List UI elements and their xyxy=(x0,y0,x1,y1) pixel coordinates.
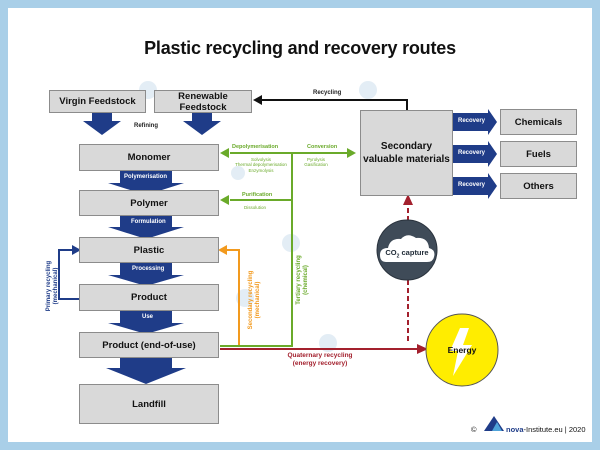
polymer-box: Polymer xyxy=(79,190,219,216)
virgin-feedstock-box: Virgin Feedstock xyxy=(49,90,146,113)
label-conversion: Conversion xyxy=(307,144,338,150)
footer-brand-text: nova xyxy=(506,425,524,434)
footer-brand: nova-Institute.eu | 2020 xyxy=(506,425,586,434)
label-co2-main: CO xyxy=(385,248,397,257)
connectors-layer xyxy=(58,81,504,431)
label-solvolysis: Solvolysis xyxy=(250,157,271,162)
monomer-box: Monomer xyxy=(79,144,219,171)
cloud-icon xyxy=(380,235,435,262)
label-recycling: Recycling xyxy=(313,90,342,96)
label-thermal-depolymerisation: Thermal depolymerisation xyxy=(235,162,287,168)
arrow-eol-to-landfill xyxy=(106,357,186,384)
label-dissolution: Dissolution xyxy=(244,205,267,210)
recycling-back-arrow xyxy=(261,99,408,110)
label-processing: Processing xyxy=(132,266,165,272)
recovery-arrow-others xyxy=(453,173,497,199)
secondary-valuable-materials-box: Secondary valuable materials xyxy=(360,110,453,196)
recovery-arrow-chemicals xyxy=(453,109,497,135)
label-energy: Energy xyxy=(447,345,477,355)
page-title: Plastic recycling and recovery routes xyxy=(144,38,456,58)
label-pyrolysis: Pyrolysis xyxy=(306,157,325,162)
label-gasification: Gasification xyxy=(304,162,328,168)
lightning-icon xyxy=(450,328,472,376)
label-primary-recycling: Primary recycling (mechanical) xyxy=(46,248,60,324)
label-secondary-recycling-line1: Secondary recycling xyxy=(248,270,254,330)
arrow-monomer-to-polymer xyxy=(108,171,184,195)
renewable-feedstock-box: Renewable Feedstock xyxy=(154,90,252,113)
label-quaternary-recycling-line2: (energy recovery) xyxy=(292,360,348,367)
label-co2-capture-word: capture xyxy=(401,248,429,257)
others-box: Others xyxy=(500,173,577,199)
label-co2-capture: CO2 capture xyxy=(382,248,432,260)
label-purification: Purification xyxy=(242,192,273,198)
recovery-arrow-fuels xyxy=(453,141,497,167)
label-recovery-chemicals: Recovery xyxy=(458,118,486,124)
arrow-product-to-eol xyxy=(108,310,184,334)
label-polymerisation: Polymerisation xyxy=(124,174,168,180)
label-recovery-others: Recovery xyxy=(458,182,486,188)
label-quaternary-recycling-line1: Quaternary recycling xyxy=(287,352,353,359)
label-enzymolysis: Enzymolysis xyxy=(248,167,274,173)
arrow-plastic-to-product xyxy=(108,262,184,286)
label-formulation: Formulation xyxy=(131,219,166,225)
label-primary-recycling-line1: Primary recycling xyxy=(46,260,52,312)
product-end-of-use-box: Product (end-of-use) xyxy=(79,332,219,358)
label-use: Use xyxy=(142,314,154,320)
label-conversion-methods: Pyrolysis Gasification xyxy=(298,157,334,168)
label-depolymerisation: Depolymerisation xyxy=(232,144,279,150)
label-recovery-fuels: Recovery xyxy=(458,150,486,156)
label-secondary-recycling-line2: (mechanical) xyxy=(255,281,261,319)
fuels-box: Fuels xyxy=(500,141,577,167)
label-tertiary-recycling-line2: (chemical) xyxy=(303,265,309,295)
primary-recycling-loop xyxy=(58,249,80,300)
label-co2-subscript: 2 xyxy=(396,253,400,260)
label-tertiary-recycling: Tertiary recycling (chemical) xyxy=(296,235,310,325)
label-primary-recycling-line2: (mechanical) xyxy=(53,267,59,305)
arrow-virgin-to-monomer xyxy=(83,113,121,135)
label-depolymerisation-methods: Solvolysis Thermal depolymerisation Enzy… xyxy=(228,157,294,173)
arrow-polymer-to-plastic xyxy=(108,215,184,239)
label-quaternary-recycling: Quaternary recycling (energy recovery) xyxy=(270,352,370,368)
chemicals-box: Chemicals xyxy=(500,109,577,135)
footer-domain-text: -Institute.eu | 2020 xyxy=(523,425,586,434)
product-box: Product xyxy=(79,284,219,311)
arrow-renewable-to-monomer xyxy=(183,113,221,135)
footer-credit: © xyxy=(471,425,477,434)
label-refining: Refining xyxy=(134,123,158,129)
diagram-canvas: Plastic recycling and recovery routes xyxy=(8,8,592,442)
label-secondary-recycling: Secondary recycling (mechanical) xyxy=(248,255,262,345)
landfill-box: Landfill xyxy=(79,384,219,424)
copyright-symbol: © xyxy=(471,425,477,434)
plastic-box: Plastic xyxy=(79,237,219,263)
label-tertiary-recycling-line1: Tertiary recycling xyxy=(296,255,302,305)
